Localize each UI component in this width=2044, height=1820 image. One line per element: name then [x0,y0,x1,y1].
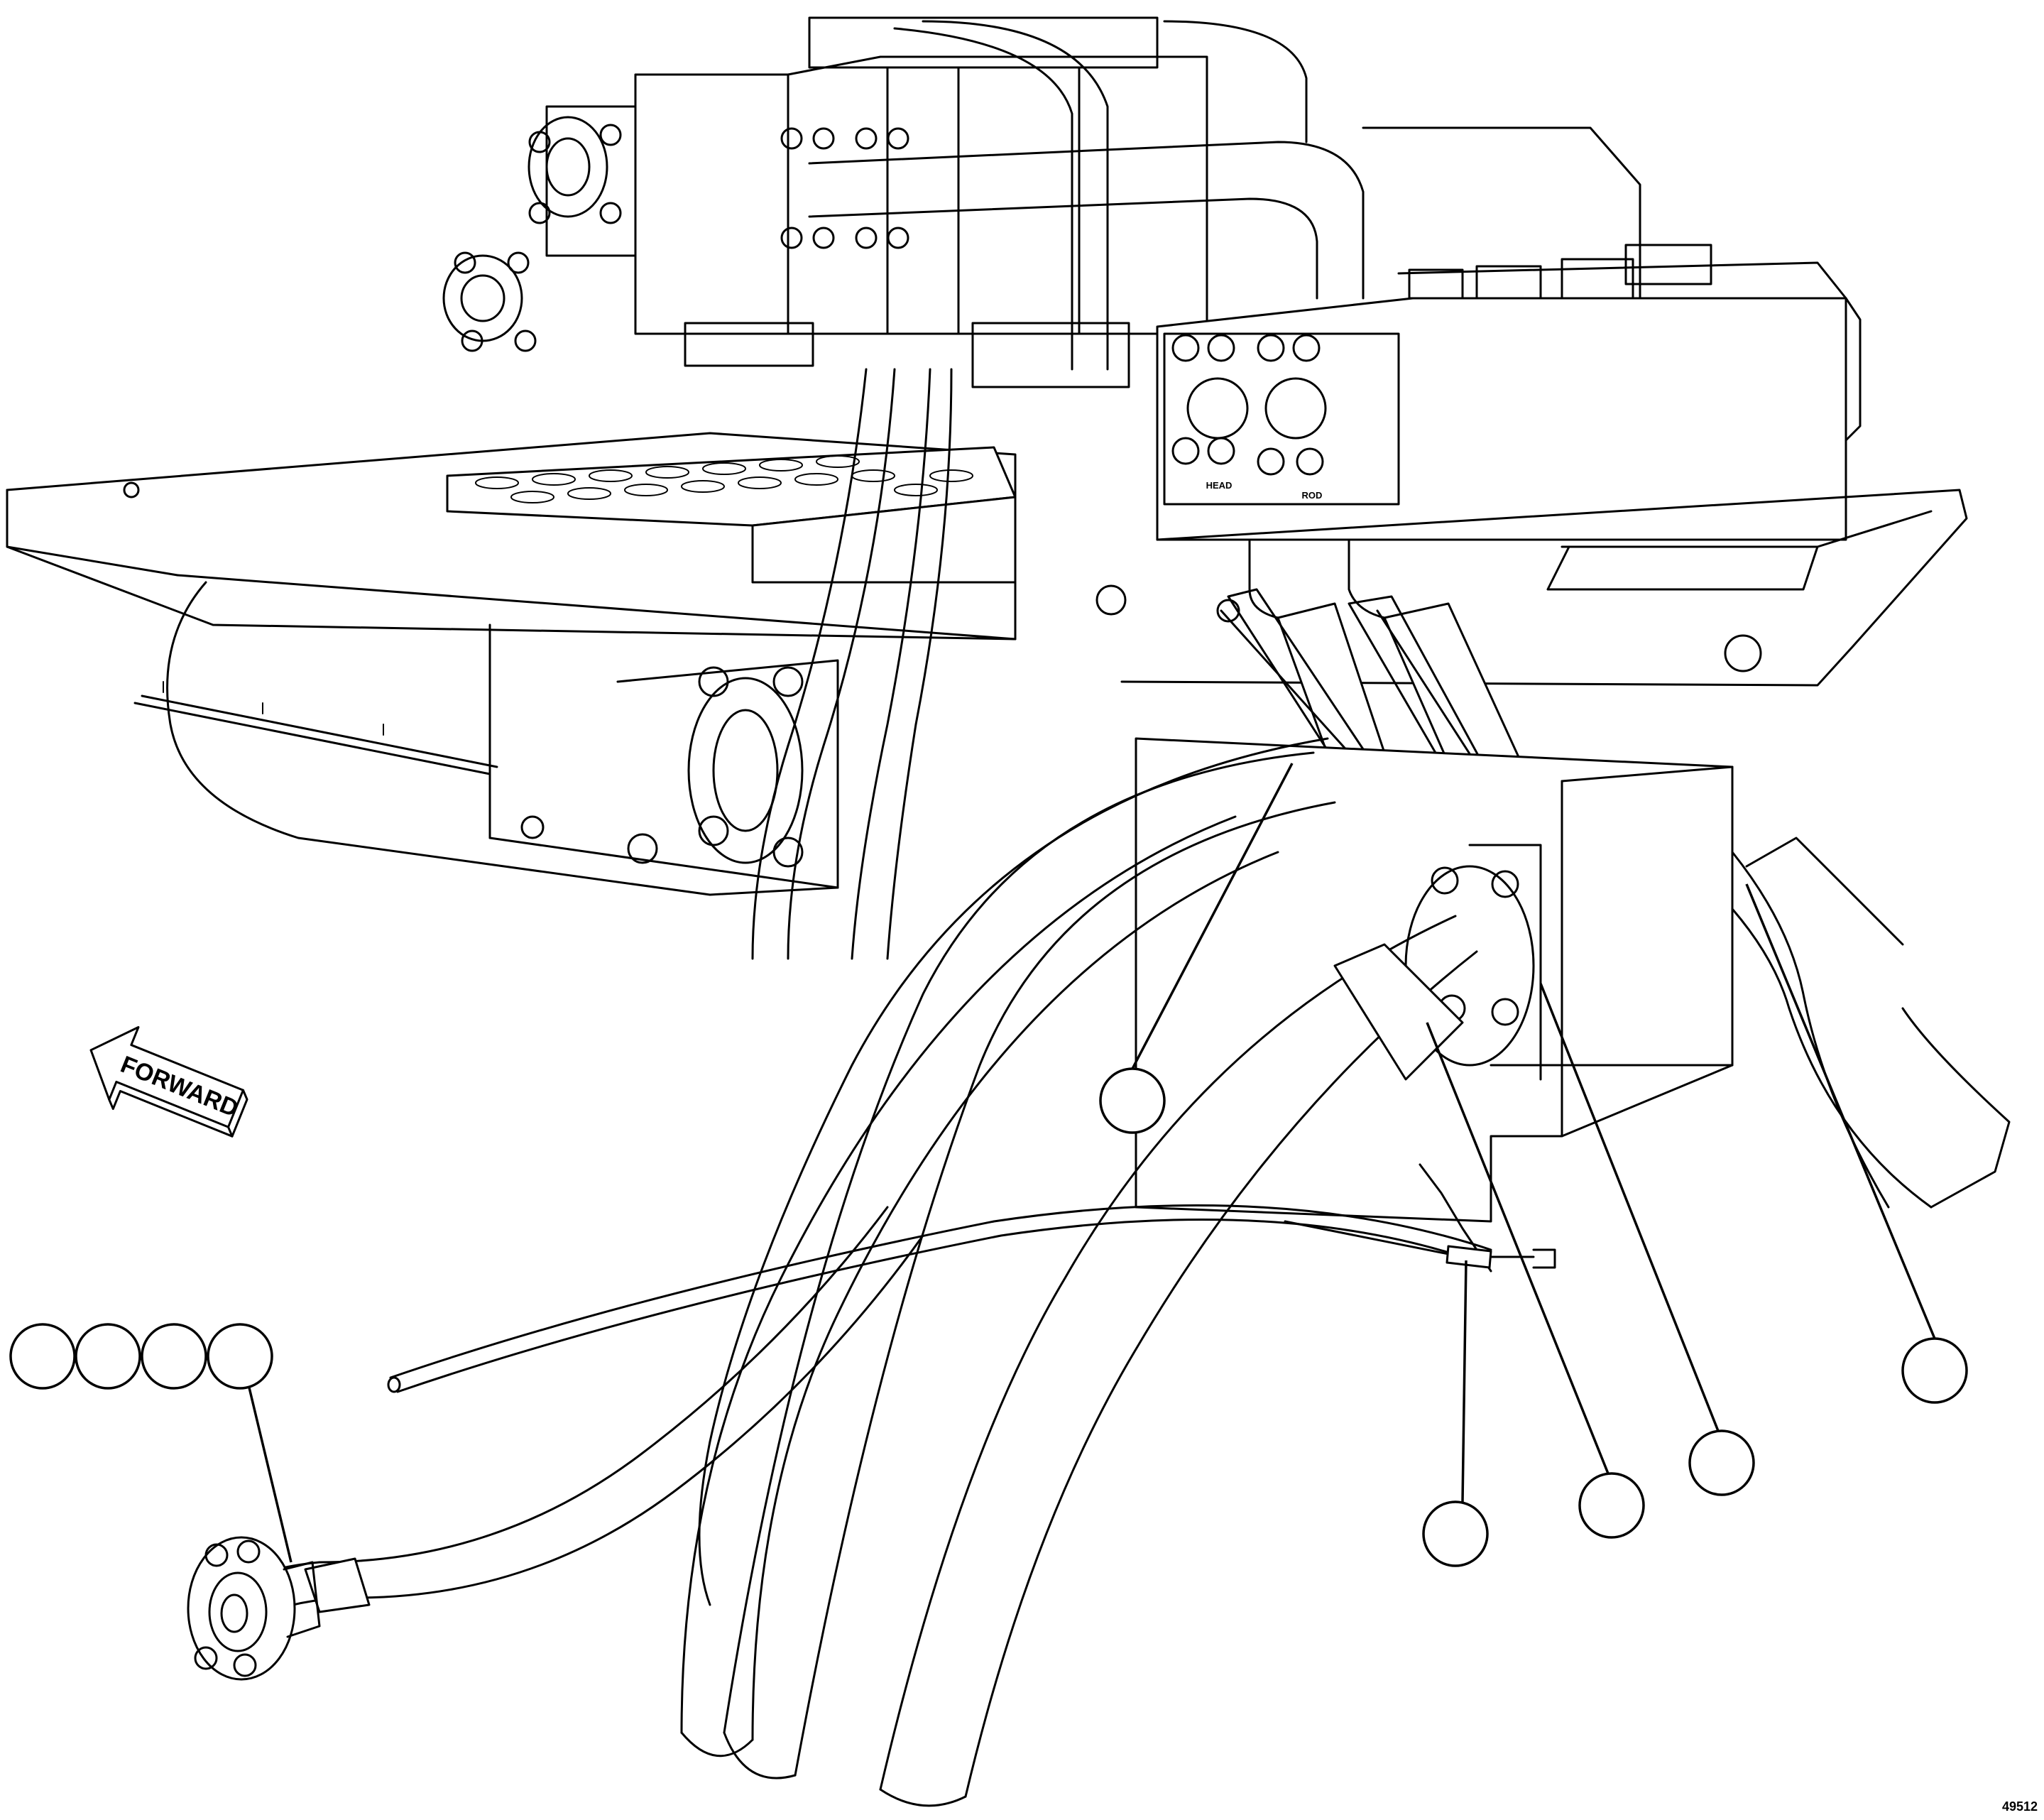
callout-circle [75,1323,141,1390]
hoses [212,368,1492,1807]
grating-slots [475,455,973,503]
flange-fitting [187,1536,321,1681]
port-label-rod: ROD [1302,490,1323,501]
callout-circle [1688,1429,1755,1496]
sensor-line [1284,1220,1556,1269]
lower-cylinder [133,581,839,896]
forward-arrow: FORWARD [89,1026,248,1138]
callout-circles [9,1067,1968,1567]
leader-5 [1745,883,1936,1339]
leader-3 [1426,1022,1609,1474]
leader-2 [1461,1260,1468,1503]
mounting-plate [6,432,1968,687]
leader-4 [1539,983,1720,1432]
callout-circle [141,1323,207,1390]
callout-leaders [247,763,1936,1563]
leader-1 [1131,763,1294,1069]
bolt-row [780,127,909,249]
callout-circle [207,1323,273,1390]
callout-circle [1578,1472,1645,1539]
port-label-head: HEAD [1206,480,1233,491]
figure-number: 49512 [2002,1799,2038,1814]
callout-circle [1099,1067,1166,1134]
upper-manifold-assembly [442,16,1862,541]
callout-circle [9,1323,76,1390]
callout-circle [1901,1337,1968,1404]
callout-circle [1422,1500,1489,1567]
leader-6 [247,1384,293,1563]
